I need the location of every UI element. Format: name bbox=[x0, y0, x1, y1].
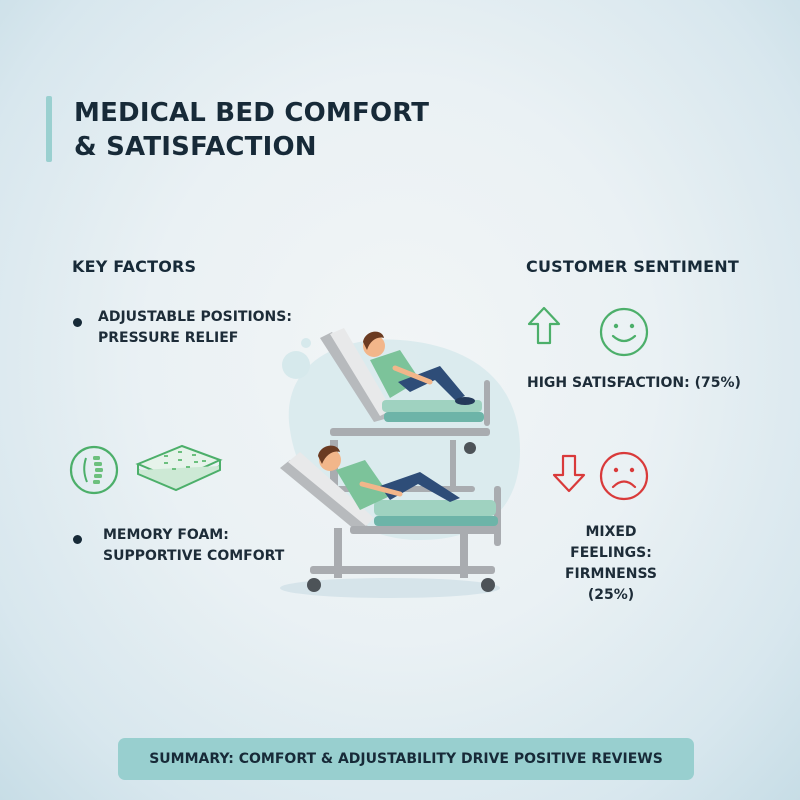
factor-title: ADJUSTABLE POSITIONS: bbox=[98, 309, 292, 325]
spine-icon bbox=[69, 445, 119, 495]
bed-bottom bbox=[280, 445, 501, 592]
mixed-feelings-label: MIXED FEELINGS: FIRMNENSS (25%) bbox=[545, 522, 677, 606]
summary-banner: SUMMARY: COMFORT & ADJUSTABILITY DRIVE P… bbox=[118, 738, 694, 780]
title-line-1: MEDICAL BED COMFORT bbox=[74, 98, 430, 128]
title-line-2: & SATISFACTION bbox=[74, 132, 317, 162]
arrow-down-icon bbox=[552, 454, 586, 493]
summary-text: SUMMARY: COMFORT & ADJUSTABILITY DRIVE P… bbox=[149, 751, 663, 767]
factor-title: MEMORY FOAM: bbox=[103, 527, 229, 543]
factor-detail: PRESSURE RELIEF bbox=[98, 330, 239, 346]
title-accent-bar bbox=[46, 96, 52, 162]
smiley-face-icon bbox=[599, 307, 649, 357]
mixed-feelings-percent: (25%) bbox=[587, 587, 635, 603]
bed-top bbox=[320, 328, 490, 492]
customer-sentiment-heading: CUSTOMER SENTIMENT bbox=[526, 257, 739, 276]
mixed-feelings-topic: FIRMNENSS bbox=[564, 566, 658, 582]
arrow-up-icon bbox=[527, 306, 561, 345]
mattress-icon bbox=[135, 444, 223, 492]
bullet-dot bbox=[73, 318, 82, 327]
mixed-feelings-title: MIXED FEELINGS: bbox=[570, 524, 652, 561]
high-satisfaction-label: HIGH SATISFACTION: (75%) bbox=[527, 375, 741, 391]
bullet-dot bbox=[73, 535, 82, 544]
sad-face-icon bbox=[599, 451, 649, 501]
factor-adjustable-positions: ADJUSTABLE POSITIONS: PRESSURE RELIEF bbox=[98, 307, 292, 349]
factor-detail: SUPPORTIVE COMFORT bbox=[103, 548, 285, 564]
beds-illustration bbox=[280, 328, 520, 598]
page-title: MEDICAL BED COMFORT & SATISFACTION bbox=[74, 96, 429, 164]
factor-memory-foam: MEMORY FOAM: SUPPORTIVE COMFORT bbox=[103, 525, 284, 567]
key-factors-heading: KEY FACTORS bbox=[72, 257, 197, 276]
